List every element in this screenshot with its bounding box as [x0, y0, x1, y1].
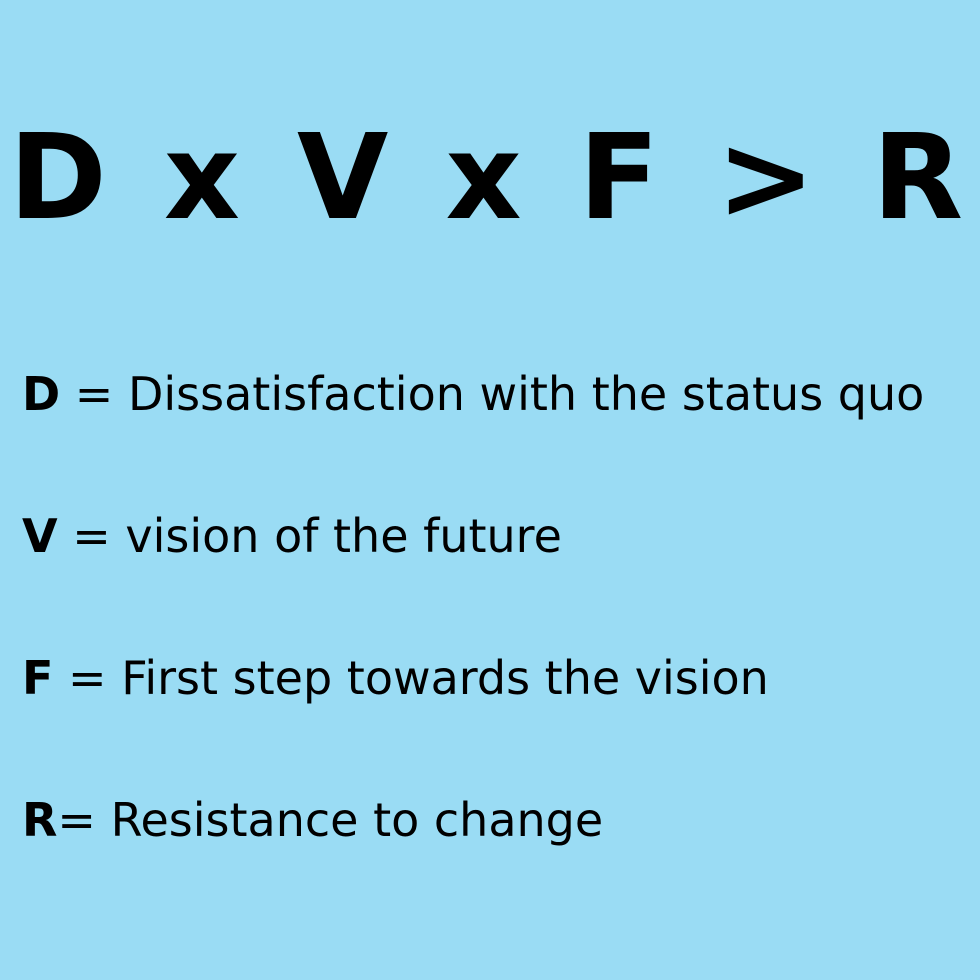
definition-f-text: = First step towards the vision	[53, 651, 769, 705]
definition-d-key: D	[22, 367, 61, 421]
definition-r-key: R	[22, 793, 58, 847]
definition-v-text: = vision of the future	[57, 509, 562, 563]
definition-d: D = Dissatisfaction with the status quo	[22, 366, 924, 422]
definition-f: F = First step towards the vision	[22, 650, 769, 706]
definition-v-key: V	[22, 509, 58, 563]
definition-v: V = vision of the future	[22, 508, 562, 564]
definition-d-text: = Dissatisfaction with the status quo	[60, 367, 925, 421]
definition-r: R= Resistance to change	[22, 792, 603, 848]
definition-r-text: = Resistance to change	[57, 793, 604, 847]
definition-f-key: F	[22, 651, 54, 705]
change-formula-heading: D x V x F > R	[8, 108, 972, 246]
